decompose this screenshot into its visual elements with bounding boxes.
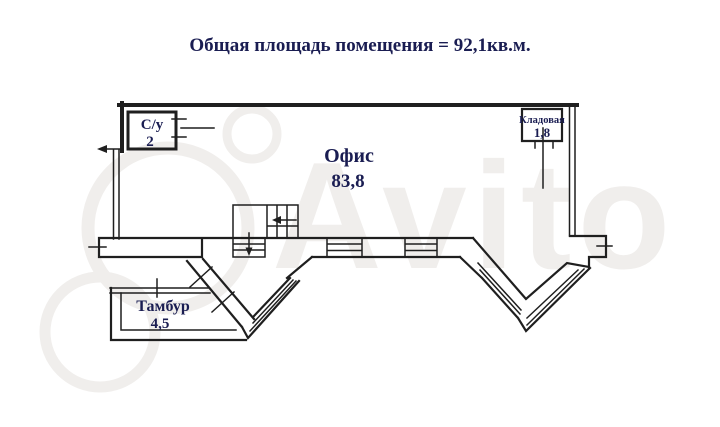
bathroom-box-walls — [126, 110, 178, 151]
bathroom-room-label: С/у — [141, 117, 164, 133]
walls — [97, 101, 608, 342]
wall-double-lines — [109, 104, 576, 294]
watermark-text: Avito — [272, 131, 676, 301]
office-room-label: Офис — [324, 145, 374, 167]
vestibule-room-label: Тамбур — [136, 298, 190, 315]
bay-window-glazing — [248, 261, 586, 333]
entrance-arrow-head — [97, 145, 107, 153]
plan-title: Общая площадь помещения = 92,1кв.м. — [189, 35, 530, 56]
boundary-ticks — [88, 245, 613, 248]
bathroom-room-area: 2 — [146, 134, 154, 150]
entrance-marker — [97, 145, 122, 153]
watermark-circle-bottom — [39, 271, 161, 393]
vestibule-room-area: 4,5 — [151, 316, 170, 332]
storage-room-label: Кладовая — [519, 115, 565, 126]
band-window-glazing — [326, 237, 438, 258]
windows — [248, 237, 586, 333]
doors — [88, 118, 613, 314]
stair-direction-left-arrow — [272, 216, 281, 224]
door-marks — [156, 118, 554, 314]
watermark: Avito — [39, 104, 676, 393]
watermark-circle-small — [222, 104, 282, 164]
stair-direction-down-arrow — [245, 247, 253, 256]
office-room-area: 83,8 — [331, 171, 364, 192]
staircase — [232, 204, 299, 258]
storage-room-area: 1,8 — [534, 125, 551, 140]
wall-top-and-left-upper — [117, 101, 579, 153]
vestibule-inner-walls — [120, 292, 237, 331]
